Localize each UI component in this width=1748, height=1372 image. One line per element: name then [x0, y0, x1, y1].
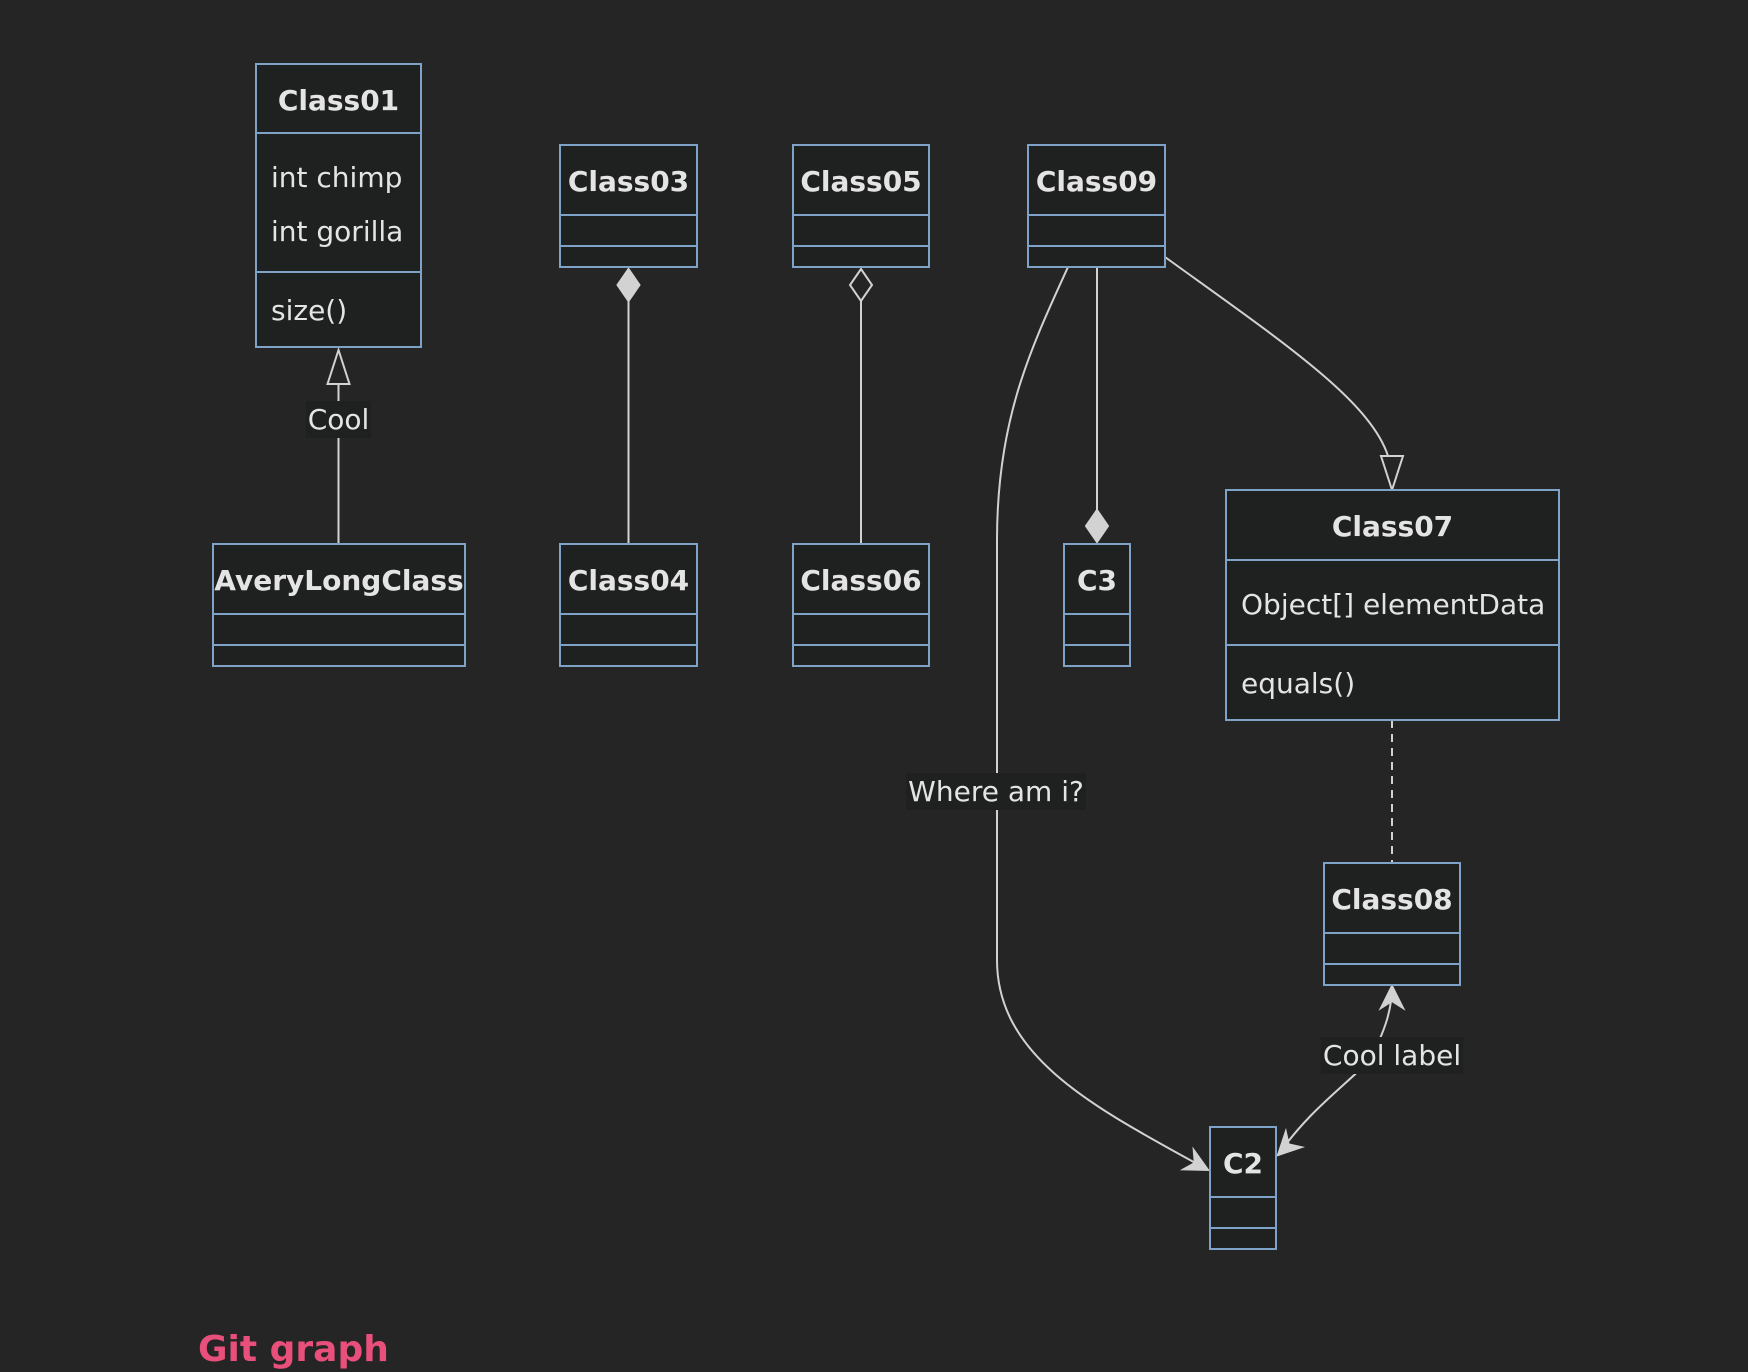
relation-line: [1164, 256, 1389, 457]
relation-line: [996, 266, 1209, 1171]
class-name: Class03: [568, 165, 689, 198]
class-attribute: int gorilla: [271, 215, 403, 248]
class-box: [255, 63, 422, 348]
class-node-averylongclass[interactable]: AveryLongClass: [212, 543, 466, 667]
class-box: [1063, 543, 1131, 667]
class-node-c2[interactable]: C2: [1209, 1126, 1277, 1250]
relation-composition-class09-c3[interactable]: [1084, 267, 1110, 544]
class-box: [1225, 489, 1560, 721]
class-name: C3: [1077, 564, 1117, 597]
class-method: equals(): [1241, 667, 1355, 700]
arrowhead-icon: [1276, 1127, 1306, 1157]
class-name: Class01: [278, 84, 399, 117]
relation-label-text: Where am i?: [908, 775, 1084, 808]
class-box: [792, 144, 930, 268]
class-node-class04[interactable]: Class04: [559, 543, 698, 667]
class-name: Class08: [1331, 883, 1452, 916]
relation-label: Cool label: [1320, 1037, 1464, 1074]
relation-label: Where am i?: [906, 773, 1086, 810]
class-node-class03[interactable]: Class03: [559, 144, 698, 268]
relation-aggregation-class05-class06[interactable]: [848, 267, 874, 544]
class-box: [1323, 862, 1461, 986]
class-attribute: Object[] elementData: [1241, 588, 1545, 621]
class-attribute: int chimp: [271, 161, 402, 194]
class-box: [559, 144, 698, 268]
class-name: Class09: [1036, 165, 1157, 198]
class-box: [559, 543, 698, 667]
arrowhead-icon: [1179, 1146, 1210, 1172]
relation-label-bg: [1320, 1037, 1464, 1074]
class-box: [1209, 1126, 1277, 1250]
class-name: AveryLongClass: [214, 564, 463, 597]
class-name: Class04: [568, 564, 689, 597]
class-node-c3[interactable]: C3: [1063, 543, 1131, 667]
class-method: size(): [271, 294, 347, 327]
class-box: [792, 543, 930, 667]
relation-inheritance-class09-class07[interactable]: [1164, 256, 1405, 494]
class-box: [212, 543, 466, 667]
class-name: Class07: [1332, 510, 1453, 543]
aggregation-diamond-icon: [848, 267, 874, 303]
class-node-class08[interactable]: Class08: [1323, 862, 1461, 986]
relation-association-class09-c2[interactable]: [996, 266, 1213, 1180]
relation-label-bg: [305, 401, 372, 438]
inheritance-arrowhead-icon: [326, 346, 351, 385]
class-node-class06[interactable]: Class06: [792, 543, 930, 667]
class-node-class09[interactable]: Class09: [1027, 144, 1166, 268]
class-name: Class05: [800, 165, 921, 198]
relation-bidirectional-class08-c2[interactable]: [1270, 983, 1406, 1163]
relation-label-bg: [906, 773, 1086, 810]
inheritance-arrowhead-icon: [1379, 455, 1405, 494]
section-heading-git-graph: Git graph: [198, 1329, 389, 1370]
relation-label-text: Cool label: [1323, 1039, 1461, 1072]
composition-diamond-icon: [1084, 508, 1110, 544]
relation-label: Cool: [305, 401, 372, 438]
relation-inheritance-averylongclass-class01[interactable]: [326, 346, 351, 544]
class-node-class01[interactable]: Class01 int chimp int gorilla size(): [255, 63, 422, 348]
composition-diamond-icon: [616, 267, 641, 303]
class-node-class05[interactable]: Class05: [792, 144, 930, 268]
class-name: C2: [1223, 1147, 1263, 1180]
relation-composition-class03-class04[interactable]: [616, 267, 641, 544]
arrowhead-icon: [1378, 983, 1406, 1011]
relation-label-text: Cool: [308, 403, 370, 436]
class-box: [1027, 144, 1166, 268]
class-name: Class06: [800, 564, 921, 597]
